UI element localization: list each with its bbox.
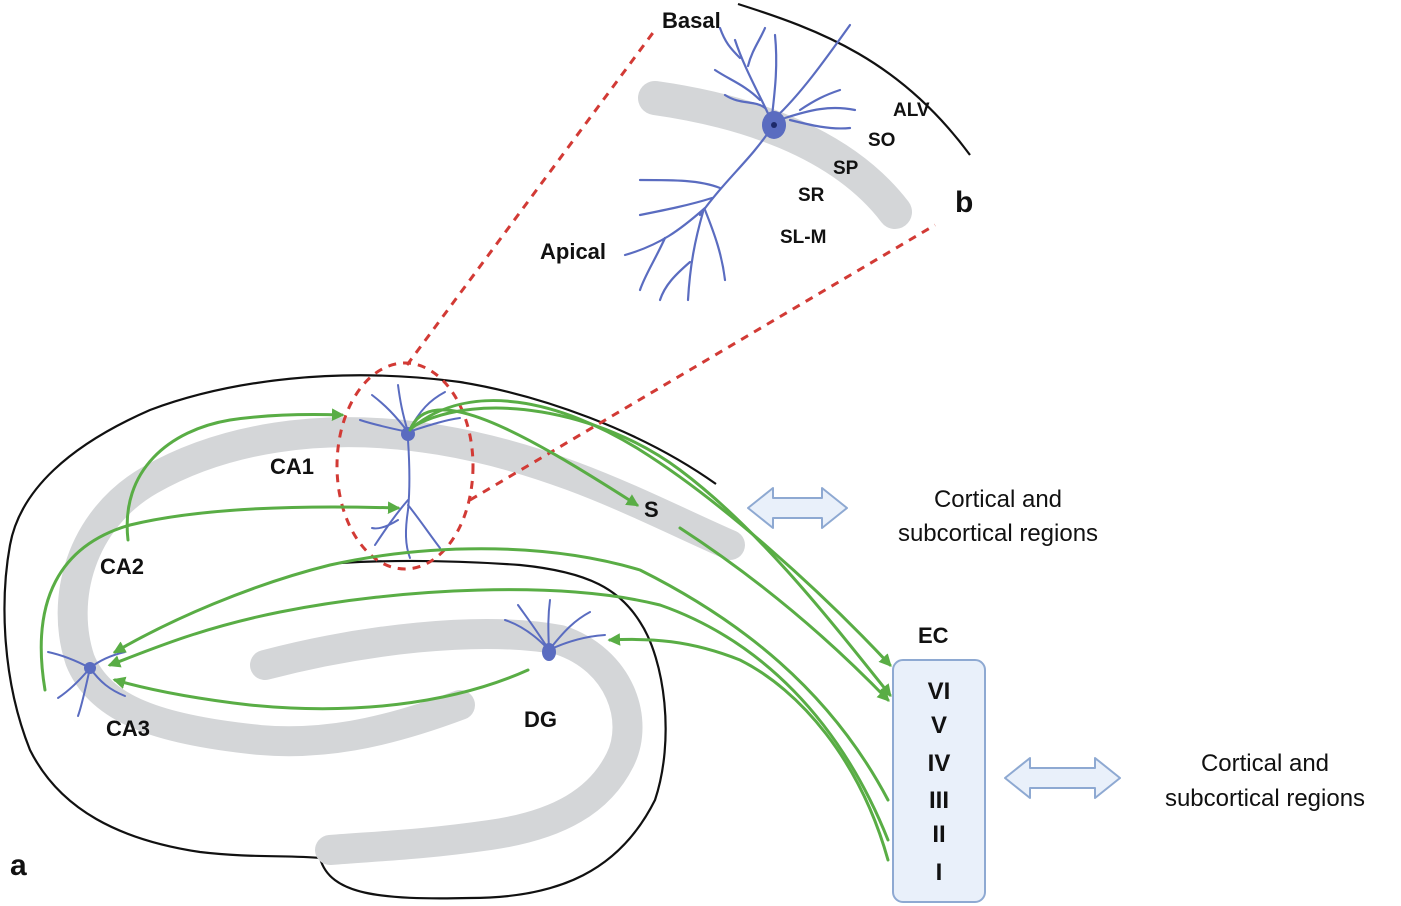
ca2-to-ca1-path [125,408,345,542]
ec-label: EC [918,623,949,648]
stratum-pyramidale-bands [57,417,745,865]
pyramidal-neuron-zoom [623,23,857,302]
apical-label: Apical [540,239,606,264]
ca3-soma [84,662,96,674]
ca2-label: CA2 [100,554,144,579]
ec-layer-list: VI V IV III II I [928,678,951,886]
external-regions-top: Cortical and subcortical regions [898,486,1098,547]
ec-to-dg-path [607,633,890,862]
ca1-soma [401,427,415,441]
ec-layer-1: I [936,859,943,886]
ec-layer-4: IV [928,750,951,777]
pathways [39,399,892,862]
ca1-to-ec-path-2 [412,406,892,697]
zoom-indicator [335,29,936,571]
ec-box [892,659,986,903]
sp-band-zoom [638,81,912,229]
ca1-label: CA1 [270,454,314,479]
external-top-line-1: Cortical and [934,486,1062,513]
external-regions-bottom: Cortical and subcortical regions [1165,750,1365,812]
ec-layer-5: V [931,712,947,739]
alveus-outline [737,2,971,156]
ec-layer-2: II [932,821,945,848]
layer-sr-label: SR [798,185,825,206]
schaffer-collateral-path [39,501,401,692]
panel-b-layers [638,2,971,229]
double-arrow-top [747,487,848,529]
ec-to-ca1-path [112,547,890,802]
basal-label: Basal [662,8,721,33]
ca3-label: CA3 [106,716,150,741]
ec-to-ca3-path [107,588,890,842]
ca-band [57,417,745,757]
subiculum-label: S [644,497,659,522]
ca1-to-subiculum-path [408,408,640,507]
double-arrow-bottom [1004,757,1121,799]
layer-alv-label: ALV [893,100,930,121]
ca1-zoom-ellipse [335,361,475,571]
pyramidal-soma-zoom [762,111,786,139]
ec-layer-3: III [929,787,949,814]
ca1-to-ec-path-1 [410,399,892,667]
subiculum-to-ec-path [678,526,890,702]
panel-b-label: b [955,186,973,219]
layer-so-label: SO [868,130,895,151]
layer-sp-label: SP [833,158,859,179]
dg-band [250,619,643,865]
ec-layer-6: VI [928,678,951,705]
mossy-fiber-path [112,668,530,711]
dg-label: DG [524,707,557,732]
layer-slm-label: SL-M [780,227,826,248]
external-bottom-line-1: Cortical and [1201,750,1329,777]
panel-a-label: a [10,849,27,882]
hippocampus-outline [3,374,717,900]
external-top-line-2: subcortical regions [898,520,1098,547]
external-bottom-line-2: subcortical regions [1165,785,1365,812]
dg-soma [542,643,556,661]
